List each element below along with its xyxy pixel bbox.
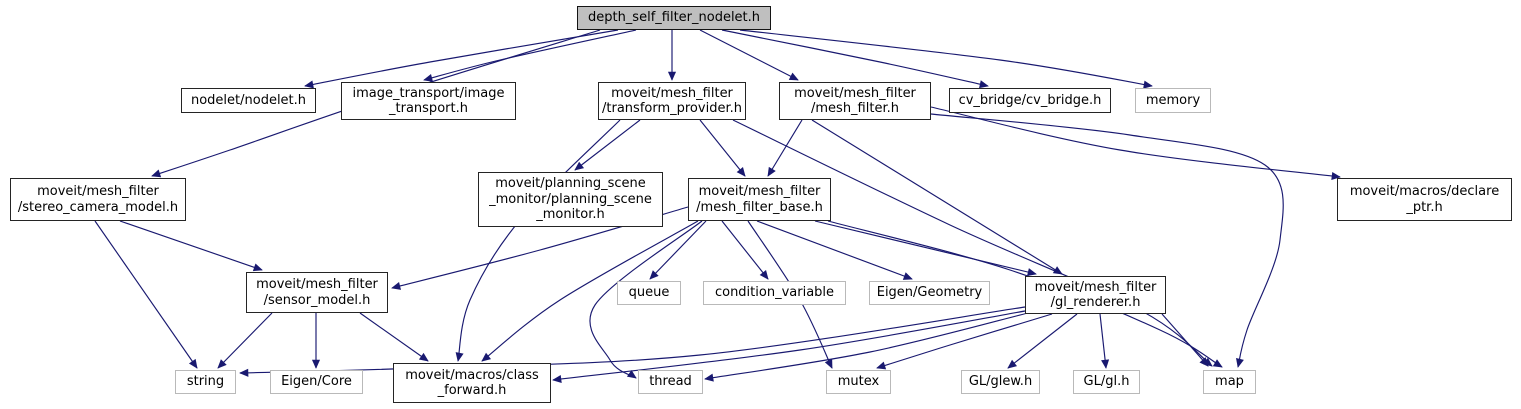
edge-mesh_filter-to-declare_ptr <box>930 106 1341 181</box>
node-label: moveit/mesh_filter <box>611 85 733 101</box>
edge-stereo_camera_model-to-string <box>94 220 198 369</box>
node-label: GL/glew.h <box>968 374 1033 390</box>
node-label: image_transport/image <box>352 85 505 101</box>
node-eigen_core: Eigen/Core <box>270 370 363 394</box>
edge-gl_renderer-to-string <box>239 306 1026 377</box>
node-label: Eigen/Core <box>281 374 352 390</box>
node-thread: thread <box>638 370 703 394</box>
node-label: _monitor.h <box>536 207 605 223</box>
node-label: moveit/mesh_filter <box>256 277 378 292</box>
node-label: map <box>1215 374 1244 390</box>
node-label: nodelet/nodelet.h <box>190 92 307 108</box>
node-label: Eigen/Geometry <box>876 285 983 301</box>
node-transform_provider[interactable]: moveit/mesh_filter/transform_provider.h <box>598 82 746 120</box>
node-memory: memory <box>1135 88 1211 113</box>
node-label: thread <box>649 374 692 390</box>
node-gl_renderer[interactable]: moveit/mesh_filter/gl_renderer.h <box>1025 276 1166 314</box>
edge-mesh_filter_base-to-class_forward <box>481 220 699 362</box>
edge-root-to-mesh_filter <box>699 29 799 81</box>
node-label: cv_bridge/cv_bridge.h <box>958 92 1102 108</box>
node-stereo_camera_model[interactable]: moveit/mesh_filter/stereo_camera_model.h <box>10 178 186 221</box>
node-label: /gl_renderer.h <box>1050 295 1141 310</box>
node-planning_scene_monitor[interactable]: moveit/planning_scene_monitor/planning_s… <box>478 172 663 227</box>
node-label: string <box>186 374 225 390</box>
edge-transform_provider-to-class_forward <box>455 119 621 362</box>
node-nodelet[interactable]: nodelet/nodelet.h <box>181 88 316 113</box>
edge-mesh_filter-to-gl_renderer <box>811 119 1063 275</box>
node-cv_bridge[interactable]: cv_bridge/cv_bridge.h <box>949 88 1111 113</box>
node-label: moveit/mesh_filter <box>794 85 916 101</box>
node-root: depth_self_filter_nodelet.h <box>577 6 771 30</box>
node-label: moveit/planning_scene <box>495 176 646 192</box>
node-label: /mesh_filter_base.h <box>696 199 823 215</box>
node-label: _ptr.h <box>1406 199 1443 215</box>
edge-mesh_filter-to-mesh_filter_base <box>767 119 803 177</box>
node-sensor_model[interactable]: moveit/mesh_filter/sensor_model.h <box>246 272 388 313</box>
node-declare_ptr[interactable]: moveit/macros/declare_ptr.h <box>1337 178 1512 221</box>
edge-sensor_model-to-string <box>217 312 273 369</box>
node-label: /transform_provider.h <box>602 101 742 116</box>
node-label: moveit/mesh_filter <box>37 184 159 199</box>
node-mutex: mutex <box>826 370 891 394</box>
edge-gl_renderer-to-gl_glew <box>1007 313 1078 369</box>
edge-gl_renderer-to-thread <box>704 312 1029 382</box>
node-label: moveit/macros/declare <box>1349 184 1500 199</box>
edge-root-to-cv_bridge <box>721 29 989 89</box>
node-label: condition_variable <box>714 285 835 301</box>
edge-gl_renderer-to-class_forward <box>552 310 1026 384</box>
edge-transform_provider-to-mesh_filter_base <box>699 119 746 177</box>
edge-stereo_camera_model-to-sensor_model <box>119 220 263 272</box>
node-mesh_filter_base[interactable]: moveit/mesh_filter/mesh_filter_base.h <box>688 178 831 221</box>
edge-transform_provider-to-map <box>732 119 1213 367</box>
node-label: /sensor_model.h <box>263 292 371 308</box>
node-mesh_filter[interactable]: moveit/mesh_filter/mesh_filter.h <box>779 82 931 120</box>
node-label: _monitor/planning_scene <box>489 191 652 207</box>
node-label: moveit/mesh_filter <box>698 184 821 199</box>
node-label: depth_self_filter_nodelet.h <box>587 10 761 26</box>
edge-root-to-memory <box>739 29 1153 89</box>
node-gl_gl: GL/gl.h <box>1073 370 1140 394</box>
node-eigen_geometry: Eigen/Geometry <box>869 281 990 305</box>
node-queue: queue <box>617 281 681 305</box>
edge-gl_renderer-to-map <box>1161 313 1209 367</box>
node-string: string <box>175 370 236 394</box>
node-label: _transport.h <box>389 101 468 116</box>
node-label: mutex <box>837 374 880 390</box>
edge-gl_renderer-to-gl_gl <box>1099 313 1110 369</box>
node-label: moveit/mesh_filter <box>1034 279 1157 295</box>
edge-mesh_filter_base-to-gl_renderer <box>814 220 1037 277</box>
edge-sensor_model-to-class_forward <box>359 312 429 362</box>
node-map: map <box>1203 370 1256 394</box>
edge-gl_renderer-to-mutex <box>876 313 1053 370</box>
edge-mesh_filter-to-map <box>930 113 1284 368</box>
node-gl_glew: GL/glew.h <box>961 370 1040 394</box>
edge-transform_provider-to-planning_scene_monitor <box>574 119 641 171</box>
node-label: moveit/macros/class <box>405 367 539 383</box>
node-label: memory <box>1145 92 1201 108</box>
node-label: /stereo_camera_model.h <box>17 199 179 215</box>
edge-mesh_filter_base-to-eigen_geometry <box>756 220 913 280</box>
edge-mesh_filter_base-to-condition_variable <box>721 220 769 280</box>
node-label: queue <box>628 285 670 301</box>
edge-mesh_filter_base-to-queue <box>649 220 707 280</box>
node-class_forward[interactable]: moveit/macros/class_forward.h <box>393 363 551 403</box>
node-label: /mesh_filter.h <box>811 101 899 116</box>
edge-root-to-stereo_camera_model <box>151 29 601 178</box>
edge-root-to-image_transport <box>423 29 637 82</box>
node-condition_variable: condition_variable <box>703 281 846 305</box>
node-image_transport[interactable]: image_transport/image_transport.h <box>341 82 516 120</box>
node-label: GL/gl.h <box>1083 374 1130 390</box>
node-label: _forward.h <box>437 383 507 398</box>
edge-mesh_filter_base-to-thread <box>589 220 703 379</box>
